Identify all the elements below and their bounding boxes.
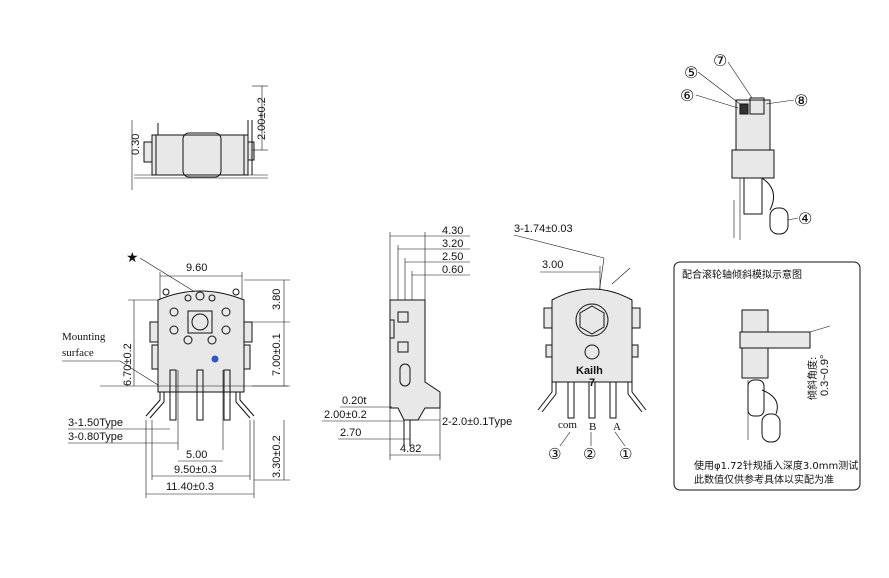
pin-a-label: A — [613, 421, 621, 433]
circ-2-label: ② — [583, 446, 596, 463]
dim-back-3-00: 3.00 — [542, 259, 563, 271]
dim-front-9-60: 9.60 — [186, 262, 207, 274]
circ-6-label: ⑥ — [680, 88, 694, 105]
circ-5-label: ⑤ — [684, 65, 698, 82]
back-view: 3-1.74±0.03 3.00 Kailh 7 com B A ③ ② ① — [513, 223, 647, 463]
dim-side-2-20: 2-2.0±0.1Type — [442, 416, 512, 428]
pin-com-label: com — [558, 419, 577, 431]
mounting-label-1: Mounting — [62, 331, 106, 343]
dim-front-7-00: 7.00±0.1 — [271, 333, 283, 376]
tilt-box: 配合滚轮轴倾斜模拟示意图 倾斜角度: 0.3~0.9° 使用φ1.72针规插入深… — [673, 261, 861, 491]
circ-1-label: ① — [619, 446, 632, 463]
mounting-label-2: surface — [62, 347, 94, 359]
circ-8-label: ⑧ — [794, 93, 808, 110]
detail-view: ⑤ ⑦ ⑥ ⑧ ④ — [680, 53, 812, 240]
dim-front-11-40: 11.40±0.3 — [166, 481, 214, 493]
pin-b-label: B — [589, 421, 596, 433]
top-view-shaft — [182, 132, 222, 178]
dim-side-4-82: 4.82 — [400, 443, 421, 455]
front-shaft-hex — [187, 310, 213, 334]
tilt-note-line1: 使用φ1.72针规插入深度3.0mm测试 — [694, 459, 858, 472]
dim-side-2-00: 2.00±0.2 — [324, 409, 367, 421]
side-view: 4.30 3.20 2.50 0.60 0.20t 2.00±0.2 2.70 … — [322, 225, 512, 460]
tilt-box-title: 配合滚轮轴倾斜模拟示意图 — [682, 268, 802, 281]
dim-side-2-50: 2.50 — [442, 251, 463, 263]
circ-3-label: ③ — [548, 446, 561, 463]
dim-front-5-00: 5.00 — [186, 449, 207, 461]
dim-front-3-80: 3.80 — [271, 289, 283, 310]
dim-side-2-70: 2.70 — [340, 427, 361, 439]
side-body — [389, 299, 441, 421]
tilt-note-line2: 此数值仅供参考具体以实配为准 — [694, 473, 834, 486]
dim-side-3-20: 3.20 — [442, 238, 463, 250]
dim-front-9-50: 9.50±0.3 — [174, 464, 217, 476]
dim-front-6-70: 6.70±0.2 — [122, 343, 134, 386]
top-view: 2.00±0.2 0.30 — [130, 85, 268, 190]
back-hex-shaft — [579, 305, 605, 335]
model-label: 7 — [589, 377, 595, 389]
top-view-body — [151, 134, 249, 176]
dim-top-tab: 2.00±0.2 — [256, 97, 268, 140]
tilt-angle-label: 倾斜角度: — [806, 357, 819, 400]
dim-top-height: 0.30 — [130, 134, 142, 155]
star-marker: ★ — [126, 249, 139, 265]
dim-side-0-60: 0.60 — [442, 264, 463, 276]
front-body — [157, 290, 245, 393]
brand-label: Kailh — [576, 365, 603, 377]
dim-front-0-80: 3-0.80Type — [68, 431, 123, 443]
dim-front-3-30: 3.30±0.2 — [271, 435, 283, 478]
dim-side-0-20t: 0.20t — [342, 395, 366, 407]
front-view: ★ 9.60 Mounting — [62, 249, 290, 498]
blue-dot — [211, 355, 219, 363]
dim-side-4-30: 4.30 — [442, 225, 463, 237]
circ-4-label: ④ — [798, 211, 812, 228]
dim-back-hex: 3-1.74±0.03 — [514, 223, 573, 235]
circ-7-label: ⑦ — [713, 53, 727, 70]
dim-front-1-50: 3-1.50Type — [68, 417, 123, 429]
tilt-angle-value: 0.3~0.9° — [819, 355, 831, 396]
